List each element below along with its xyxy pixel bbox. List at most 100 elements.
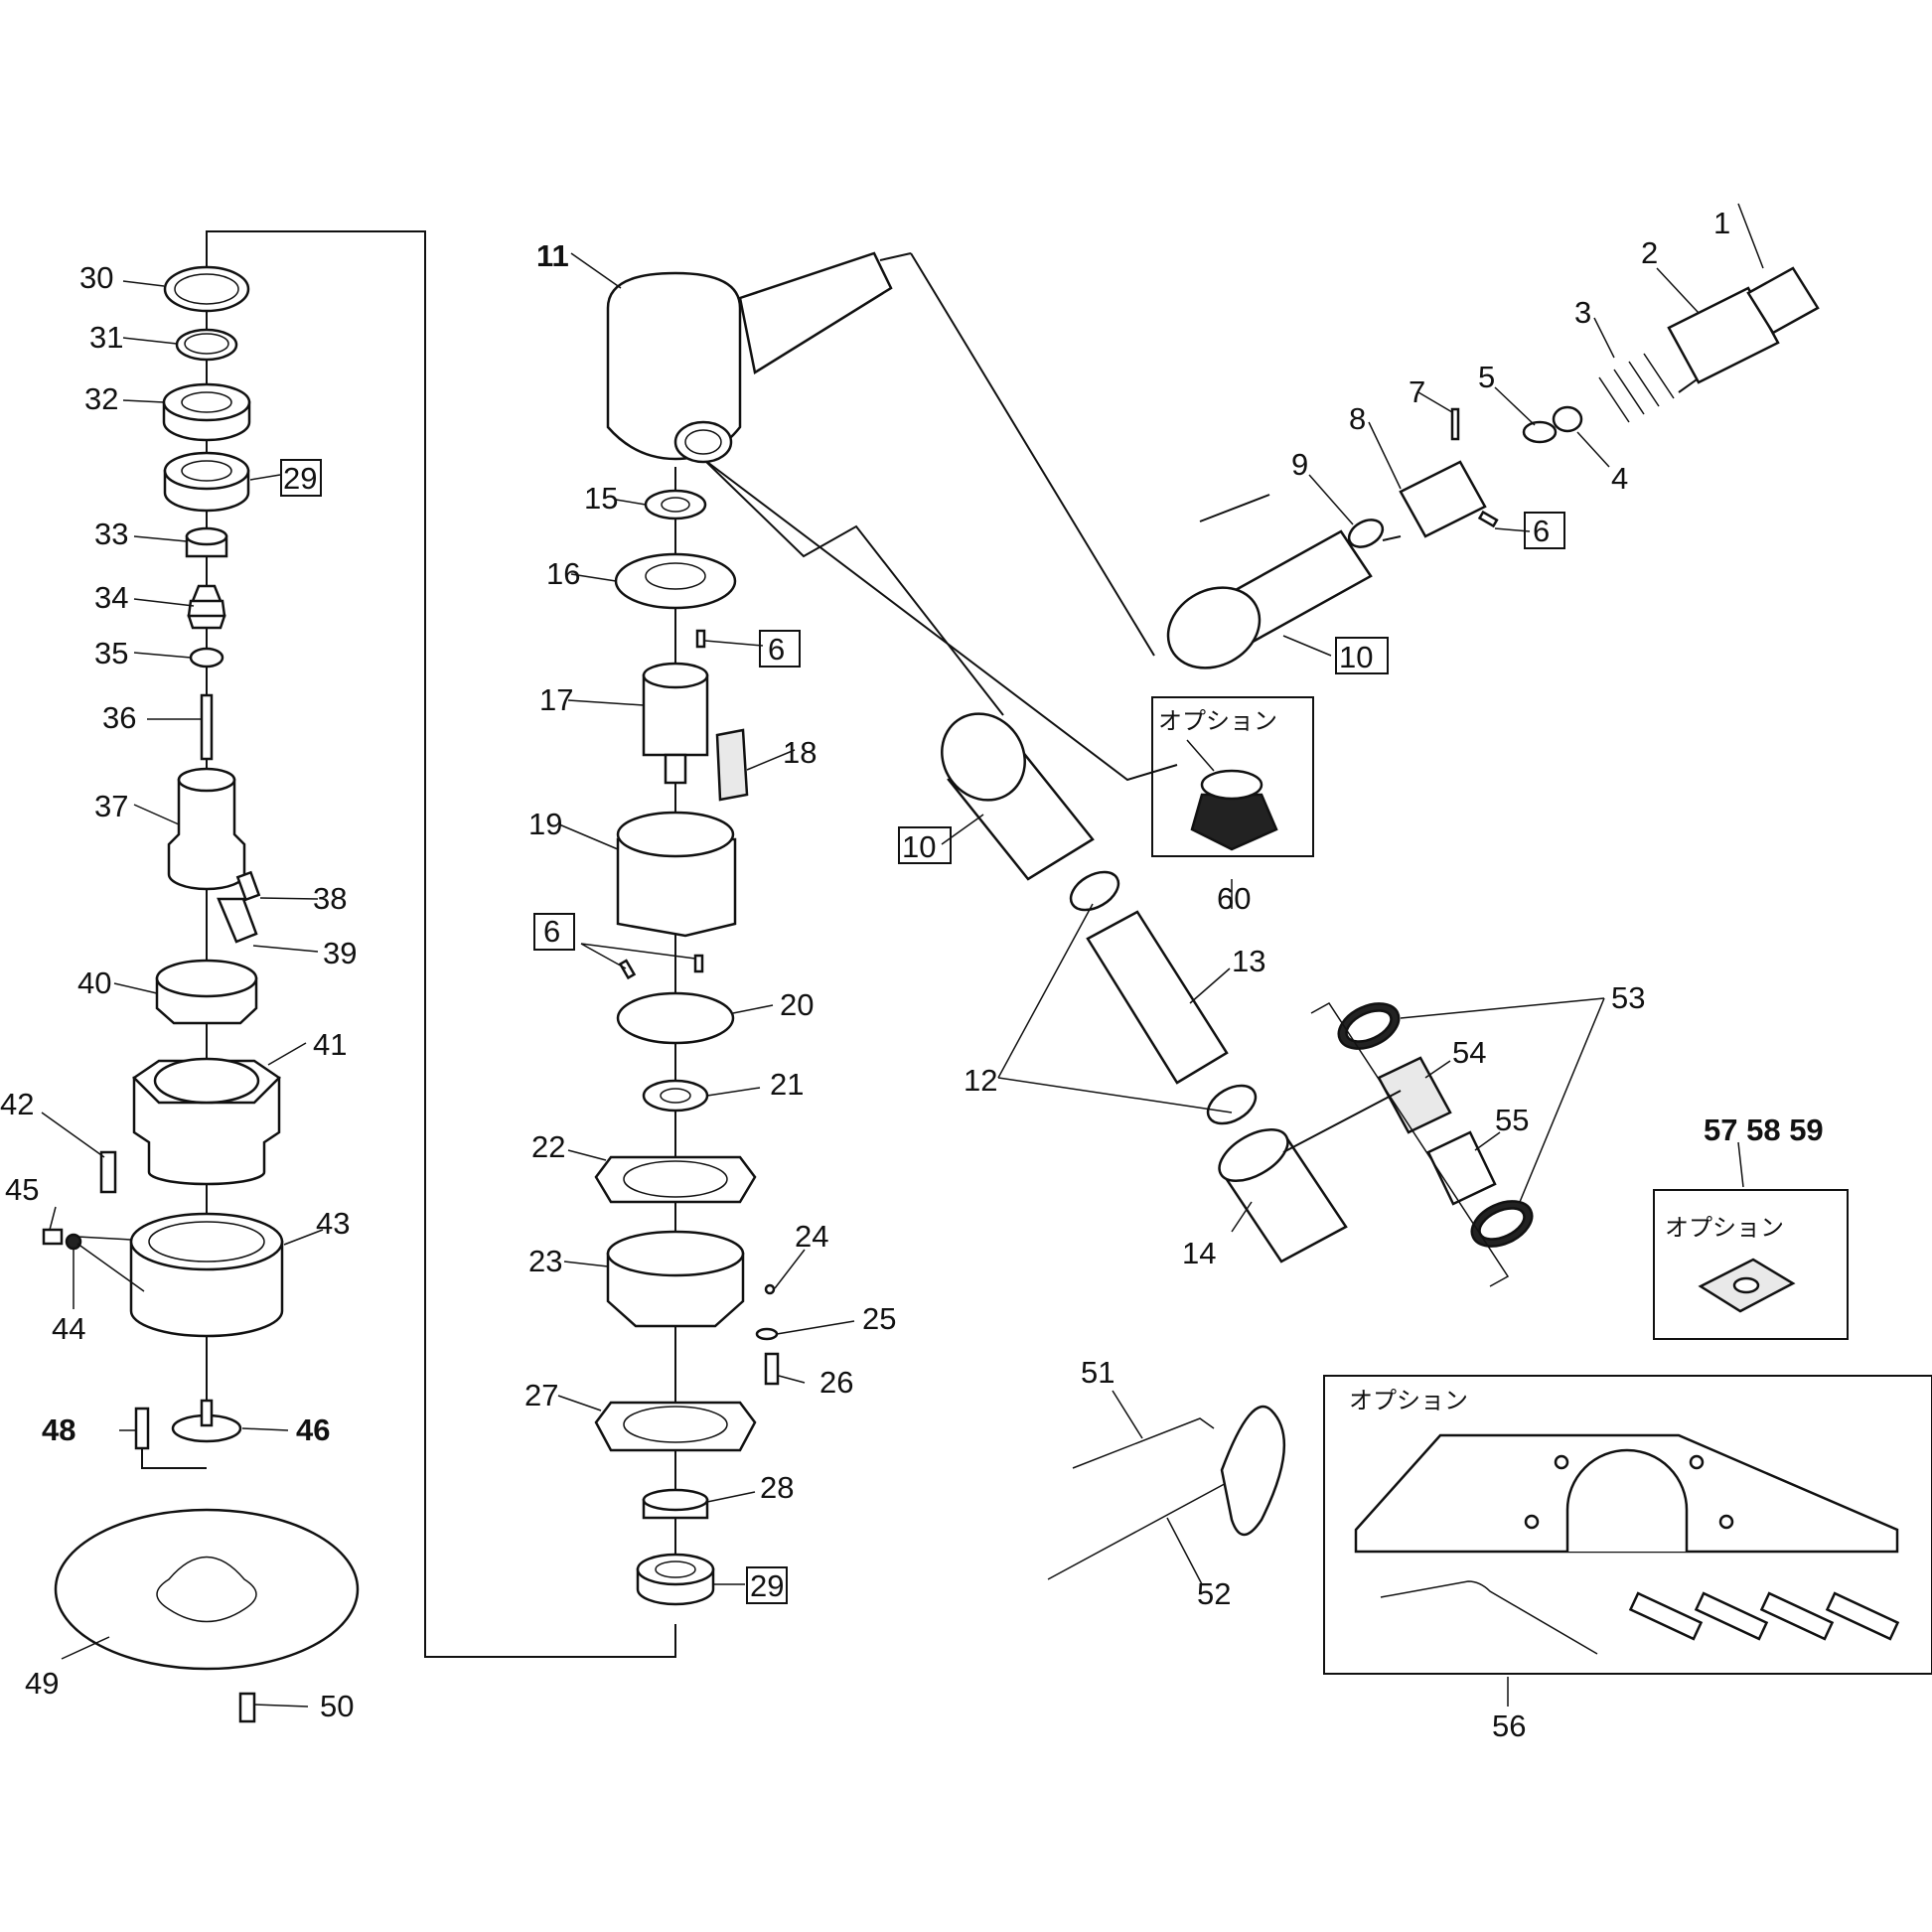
label-45: 45 xyxy=(5,1172,39,1207)
part-44-oring xyxy=(65,1233,82,1251)
label-8: 8 xyxy=(1349,401,1366,436)
part-45-screw xyxy=(42,1228,64,1246)
label-29-a: 29 xyxy=(283,461,317,496)
label-50: 50 xyxy=(320,1689,354,1723)
part-3-spring xyxy=(1598,353,1675,423)
label-6-c: 6 xyxy=(1533,514,1550,548)
part-56-bolts xyxy=(1628,1591,1900,1641)
label-29-b: 29 xyxy=(750,1568,784,1603)
label-20: 20 xyxy=(780,987,814,1022)
label-38: 38 xyxy=(313,881,347,916)
part-21-bearing xyxy=(642,1079,709,1113)
part-20-plate xyxy=(616,991,735,1045)
label-10-a: 10 xyxy=(1339,640,1373,674)
part-41-housing xyxy=(132,1076,281,1186)
part-52-t-wrench xyxy=(1047,1479,1233,1580)
part-24-ball xyxy=(764,1283,776,1295)
part-2-collar xyxy=(1667,286,1780,384)
label-52: 52 xyxy=(1197,1576,1231,1611)
part-54-filter xyxy=(1377,1056,1452,1134)
label-18: 18 xyxy=(783,735,817,770)
part-16-plate xyxy=(614,552,737,610)
label-1: 1 xyxy=(1713,206,1730,240)
label-32: 32 xyxy=(84,381,118,416)
part-12-oring-b xyxy=(1206,1084,1258,1125)
label-35: 35 xyxy=(94,636,128,670)
part-39-plate xyxy=(217,897,258,944)
label-2: 2 xyxy=(1641,235,1658,270)
part-5 xyxy=(1522,420,1558,444)
label-23: 23 xyxy=(528,1244,562,1278)
part-6-pin-d xyxy=(1477,510,1499,528)
label-31: 31 xyxy=(89,320,123,355)
label-17: 17 xyxy=(539,682,573,717)
label-30: 30 xyxy=(79,260,113,295)
part-26-screw xyxy=(764,1352,780,1386)
part-13-tube xyxy=(1086,910,1229,1085)
label-24: 24 xyxy=(795,1219,828,1254)
part-34-spring xyxy=(187,584,226,630)
handle-parts xyxy=(941,266,1820,1287)
label-41: 41 xyxy=(313,1027,347,1062)
label-37: 37 xyxy=(94,789,128,823)
part-4 xyxy=(1552,405,1583,433)
label-44: 44 xyxy=(52,1311,85,1346)
tools xyxy=(1047,1405,1286,1580)
option-label-60: オプション xyxy=(1158,708,1277,735)
part-22-gasket xyxy=(594,1155,757,1204)
part-60-plug xyxy=(1190,793,1278,851)
part-8-valve xyxy=(1399,460,1487,538)
part-1-inlet xyxy=(1746,266,1820,335)
part-49-pad xyxy=(54,1508,360,1671)
label-22: 22 xyxy=(531,1129,565,1164)
part-6-pin-a xyxy=(695,629,706,649)
label-19: 19 xyxy=(528,807,562,841)
label-53: 53 xyxy=(1611,980,1645,1015)
number-labels: 30 31 32 29 33 34 35 36 37 38 39 40 41 4… xyxy=(0,206,1824,1743)
label-57-58-59: 57 58 59 xyxy=(1704,1113,1824,1147)
option-label-56: オプション xyxy=(1349,1388,1468,1414)
part-11-housing xyxy=(606,271,742,461)
label-5: 5 xyxy=(1478,360,1495,394)
part-15-bearing xyxy=(644,489,707,520)
label-54: 54 xyxy=(1452,1035,1486,1070)
label-3: 3 xyxy=(1574,295,1591,330)
label-42: 42 xyxy=(0,1087,34,1121)
part-6-pin-b xyxy=(618,959,637,980)
label-55: 55 xyxy=(1495,1103,1529,1137)
label-27: 27 xyxy=(524,1378,558,1412)
option-box-56: オプション xyxy=(1323,1375,1932,1675)
label-34: 34 xyxy=(94,580,128,615)
label-25: 25 xyxy=(862,1301,896,1336)
label-12: 12 xyxy=(964,1063,997,1098)
part-36-pin xyxy=(200,693,214,761)
label-28: 28 xyxy=(760,1470,794,1505)
option-label-57: オプション xyxy=(1665,1215,1784,1242)
part-56-hex-key xyxy=(1380,1580,1598,1655)
label-4: 4 xyxy=(1611,461,1628,496)
label-26: 26 xyxy=(819,1365,853,1400)
left-column-parts xyxy=(42,265,360,1723)
label-48: 48 xyxy=(42,1412,75,1447)
part-6-pin-c xyxy=(693,954,704,973)
label-56: 56 xyxy=(1492,1709,1526,1743)
part-48-bolt xyxy=(134,1407,150,1450)
option-box-60: オプション xyxy=(1151,696,1314,857)
part-37-spindle xyxy=(167,778,246,891)
label-10-b: 10 xyxy=(902,829,936,864)
label-46: 46 xyxy=(296,1412,330,1447)
label-13: 13 xyxy=(1232,944,1265,978)
label-16: 16 xyxy=(546,556,580,591)
label-33: 33 xyxy=(94,517,128,551)
label-60: 60 xyxy=(1217,881,1251,916)
label-51: 51 xyxy=(1081,1355,1115,1390)
label-14: 14 xyxy=(1182,1236,1216,1270)
label-7: 7 xyxy=(1409,374,1425,409)
label-40: 40 xyxy=(77,966,111,1000)
label-11: 11 xyxy=(536,238,569,273)
boxed-label-frames xyxy=(280,459,1565,1604)
option-box-57-58-59: オプション xyxy=(1653,1189,1849,1340)
part-9-oring xyxy=(1347,519,1385,548)
label-6-b: 6 xyxy=(543,914,560,949)
part-35 xyxy=(189,647,224,669)
